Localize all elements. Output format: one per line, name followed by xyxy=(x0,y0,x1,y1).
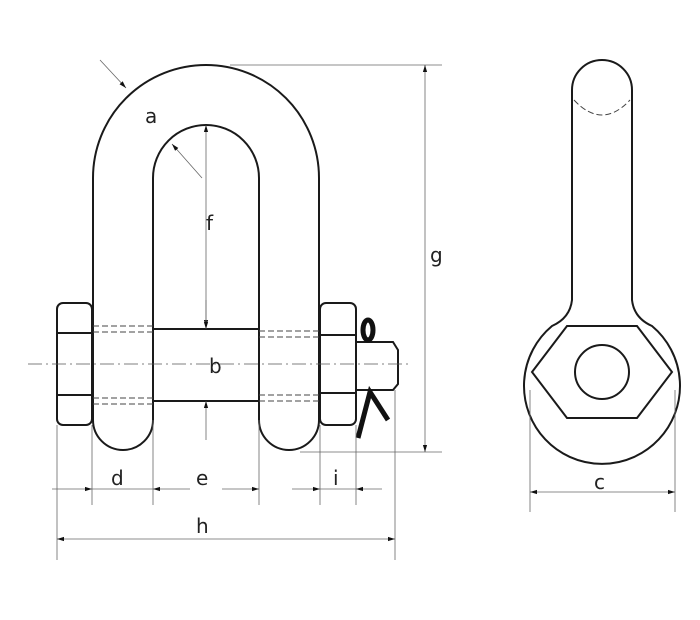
dimension-f: f xyxy=(203,124,214,327)
label-g: g xyxy=(430,243,443,267)
pin-body xyxy=(152,328,260,402)
side-body xyxy=(523,59,681,465)
cotter-pin-legs xyxy=(355,385,391,439)
front-view xyxy=(28,64,412,451)
dimension-i: i xyxy=(292,466,382,492)
pin-end xyxy=(355,341,399,391)
dimension-b: b xyxy=(203,300,222,440)
dimension-d-e: d e xyxy=(52,466,259,492)
label-e: e xyxy=(196,466,208,490)
pin-hole xyxy=(574,344,630,400)
dimension-a: a xyxy=(99,59,203,179)
right-nut xyxy=(319,302,357,426)
shackle-bow xyxy=(92,64,320,451)
label-h: h xyxy=(196,514,209,538)
label-b: b xyxy=(209,354,222,378)
label-f: f xyxy=(206,211,214,235)
label-i: i xyxy=(333,466,339,490)
hidden-edge xyxy=(573,99,631,116)
label-a: a xyxy=(145,104,157,128)
dimension-g: g xyxy=(422,65,443,452)
cotter-pin-head xyxy=(360,317,376,343)
dimension-h: h xyxy=(57,514,395,542)
side-nut-hex xyxy=(530,325,674,419)
label-d: d xyxy=(111,466,124,490)
side-view: c xyxy=(523,59,681,512)
label-c: c xyxy=(594,470,605,494)
left-nut xyxy=(56,302,93,426)
